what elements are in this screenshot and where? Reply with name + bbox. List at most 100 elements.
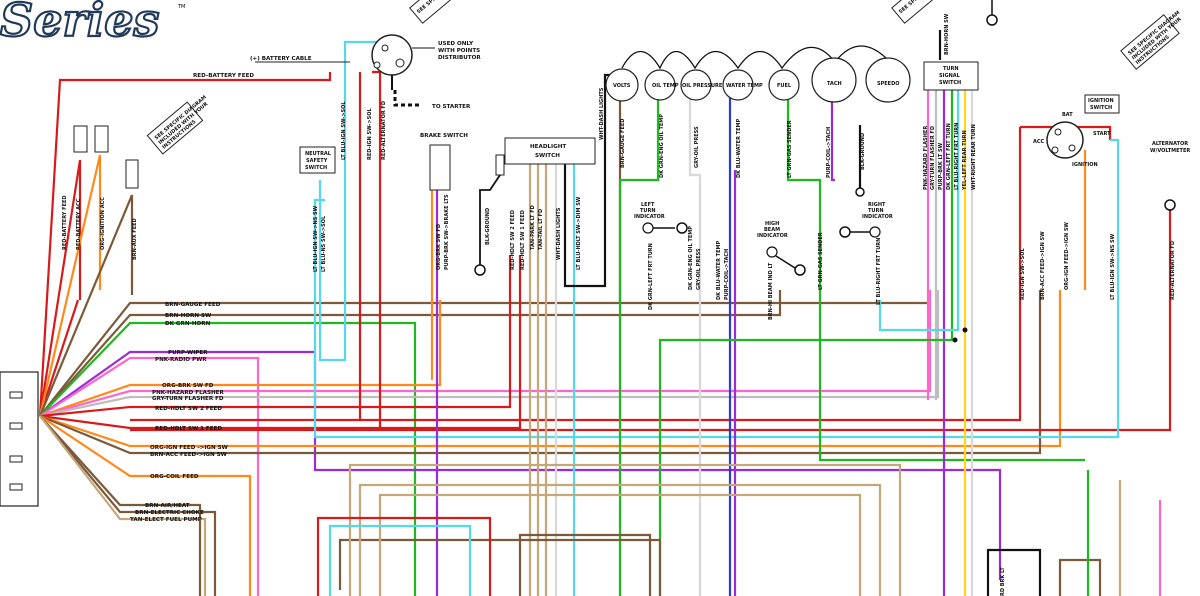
ground-plug: BLK-GROUND — [474, 154, 505, 276]
wire-label: LT BLU-RIGHT FRT TURN — [954, 123, 960, 190]
harness-label: PURP-WIPER — [168, 350, 208, 356]
accessory-terminals: RED-BATTERY FEED RED-BATTERY FEED RED-BA… — [62, 73, 254, 260]
harness-label: BRN-HORN SW — [165, 313, 211, 319]
ignition-switch: IGNITION SWITCH BAT ACC START IGNITION R… — [1020, 94, 1120, 300]
harness-label: PNK-HAZARD FLASHER — [152, 390, 224, 396]
wire-label: LT GRN-GAS SENDER — [818, 232, 824, 290]
gauge-label: WATER TEMP — [726, 83, 763, 89]
wire-label: BRN-AUX FEED — [132, 218, 138, 260]
wire-label: RED-BATTERY FEED — [62, 195, 68, 250]
starter-solenoid: (+) BATTERY CABLE USED ONLY WITH POINTS … — [250, 34, 481, 110]
wire-label: RD BRK LT — [1000, 567, 1006, 596]
component-label: ALTERNATOR — [1152, 141, 1188, 147]
wire-label: DK GRN-ENG OIL TEMP — [659, 114, 665, 178]
distributor-note: DISTRIBUTOR — [438, 55, 481, 61]
wire-label: PNK-HAZARD FLASHER — [923, 126, 929, 190]
component-label: NEUTRAL — [305, 151, 332, 157]
wire-label: GRY-OIL PRESS — [696, 248, 702, 290]
wire-label: ORG-IGN FEED->IGN SW — [1064, 222, 1070, 290]
component-label: IGNITION — [1088, 98, 1114, 104]
logo-text: Series — [0, 0, 159, 47]
wire-label: PURP-BRK LT SW — [938, 142, 944, 190]
starter-label: TO STARTER — [432, 104, 471, 110]
logo-tm: TM — [177, 4, 185, 10]
indicator-label: INDICATOR — [757, 233, 788, 239]
harness-label: BRN-ELECTRIC CHOKE — [135, 510, 204, 516]
wire-label: LT BLU-IGN SW->NS SW — [1110, 233, 1116, 300]
wire-label: LT BLU-HDLT SW->DIM SW — [576, 196, 582, 270]
brake-switch: BRAKE SWITCH ORG-BRK SW FD PURP-BRK SW->… — [420, 133, 468, 270]
wire-label: DK BLU-WATER TEMP — [716, 241, 722, 300]
wire-label: DK BLU-WATER TEMP — [736, 119, 742, 178]
wire-label: RED-ALTERNATOR FD — [1170, 241, 1176, 300]
wire-label: PURP-COIL->TACH — [826, 127, 832, 178]
indicator-label: INDICATOR — [862, 214, 893, 220]
harness-label: RED-HDLT SW 2 FEED — [155, 406, 222, 412]
wire-label: LT GRN-GAS SENDER — [787, 120, 793, 178]
harness-label: BRN-ACC FEED->IGN SW — [150, 452, 227, 458]
wire-label: BLK-GROUND — [860, 133, 866, 170]
component-label: HEADLIGHT — [530, 144, 566, 150]
gauge-label: SPEEDO — [877, 81, 900, 87]
wire-label: WHT-DASH LIGHTS — [599, 87, 605, 140]
battery-cable-label: (+) BATTERY CABLE — [250, 56, 312, 62]
wire-label: YEL-LEFT REAR TURN — [962, 130, 968, 191]
wire-label: GRY-TURN FLASHER FD — [930, 126, 936, 190]
wire-label: LT BLU-RIGHT FRT TURN — [876, 238, 882, 305]
harness-label: GRY-TURN FLASHER FD — [152, 396, 224, 402]
main-connector — [0, 371, 39, 507]
harness-labels: BRN-GAUGE FEED BRN-HORN SW DK GRN-HORN P… — [130, 302, 228, 523]
wire-label: GRY-OIL PRESS — [694, 126, 700, 168]
wire-label: RED-BATTERY ACC — [76, 198, 82, 250]
wire-label: LT BLU-IGN SW->SOL — [341, 101, 347, 160]
headlight-switch: HEADLIGHT SWITCH RED-HDLT SW 2 FEED RED-… — [504, 87, 626, 270]
component-label: SWITCH — [535, 153, 560, 159]
harness-label: TAN-ELECT FUEL PUMP — [130, 517, 202, 523]
harness-label: ORG-COIL FEED — [150, 474, 199, 480]
series-logo: Series TM — [0, 0, 185, 48]
wire-label: WHT-RIGHT REAR TURN — [971, 124, 977, 190]
component-label: SWITCH — [305, 165, 327, 171]
harness-label: PNK-RADIO PWR — [155, 357, 207, 363]
wire-label: BLK-GROUND — [485, 208, 491, 245]
wire-label: LT BLU-NS SW->SOL — [321, 215, 327, 272]
terminal-label: BAT — [1062, 112, 1073, 118]
wire-label: BRN-GAUGE FEED — [620, 119, 626, 168]
indicator-label: RIGHT — [868, 202, 886, 208]
gauge-label: FUEL — [777, 83, 792, 89]
wire-label: RED-ALTERNATOR FD — [381, 101, 387, 160]
neutral-safety-switch: NEUTRAL SAFETY SWITCH LT BLU-IGN SW->NS … — [299, 101, 387, 272]
wire-label: BRN-HORN SW — [944, 13, 950, 55]
gauge-label: OIL TEMP — [652, 83, 679, 89]
indicator-label: BEAM — [764, 227, 780, 233]
component-label: SWITCH — [1090, 105, 1112, 111]
wire-label: PURP-COIL->TACH — [724, 249, 730, 300]
terminal-label: ACC — [1033, 139, 1045, 145]
wire-label: LT BLU-IGN SW->NS SW — [313, 205, 319, 272]
indicator-label: TURN — [640, 208, 656, 214]
harness-label: RED-HDLT SW 1 FEED — [155, 426, 222, 432]
wire-label: PURP-BRK SW->BRAKE LTS — [444, 194, 450, 270]
gauge-cluster: VOLTS OIL TEMP OIL PRESSURE WATER TEMP F… — [605, 45, 911, 197]
wire-label: RED-BATTERY FEED — [193, 73, 254, 79]
wire-label: RED-HDLT SW 2 FEED — [510, 210, 516, 270]
indicator-label: TURN — [868, 208, 884, 214]
gauge-label: VOLTS — [613, 83, 631, 89]
wire-label: ORG-IGNITION ACC — [100, 197, 106, 250]
wires — [38, 30, 1172, 596]
wire-label: RED-IGN SW->SOL — [1020, 248, 1026, 300]
wire-label: BRN-ACC FEED->IGN SW — [1040, 231, 1046, 300]
terminal-label: START — [1093, 131, 1111, 137]
wire-label: DK GRN-LEFT FRT TURN — [946, 123, 952, 190]
wire-label: RED-IGN SW->SOL — [367, 108, 373, 160]
harness-label: ORG-IGN FEED ->IGN SW — [150, 445, 228, 451]
harness-label: BRN-AIR/HEAT — [145, 503, 190, 509]
distributor-note: USED ONLY — [438, 41, 474, 47]
component-label: TURN — [943, 66, 959, 72]
component-label: BRAKE SWITCH — [420, 133, 468, 139]
wire-label: DK GRN-LEFT FRT TURN — [648, 243, 654, 310]
component-label: SWITCH — [939, 80, 961, 86]
alternator: ALTERNATOR W/VOLTMETER RED-ALTERNATOR FD… — [1000, 141, 1190, 596]
indicator-label: HIGH — [765, 221, 779, 227]
